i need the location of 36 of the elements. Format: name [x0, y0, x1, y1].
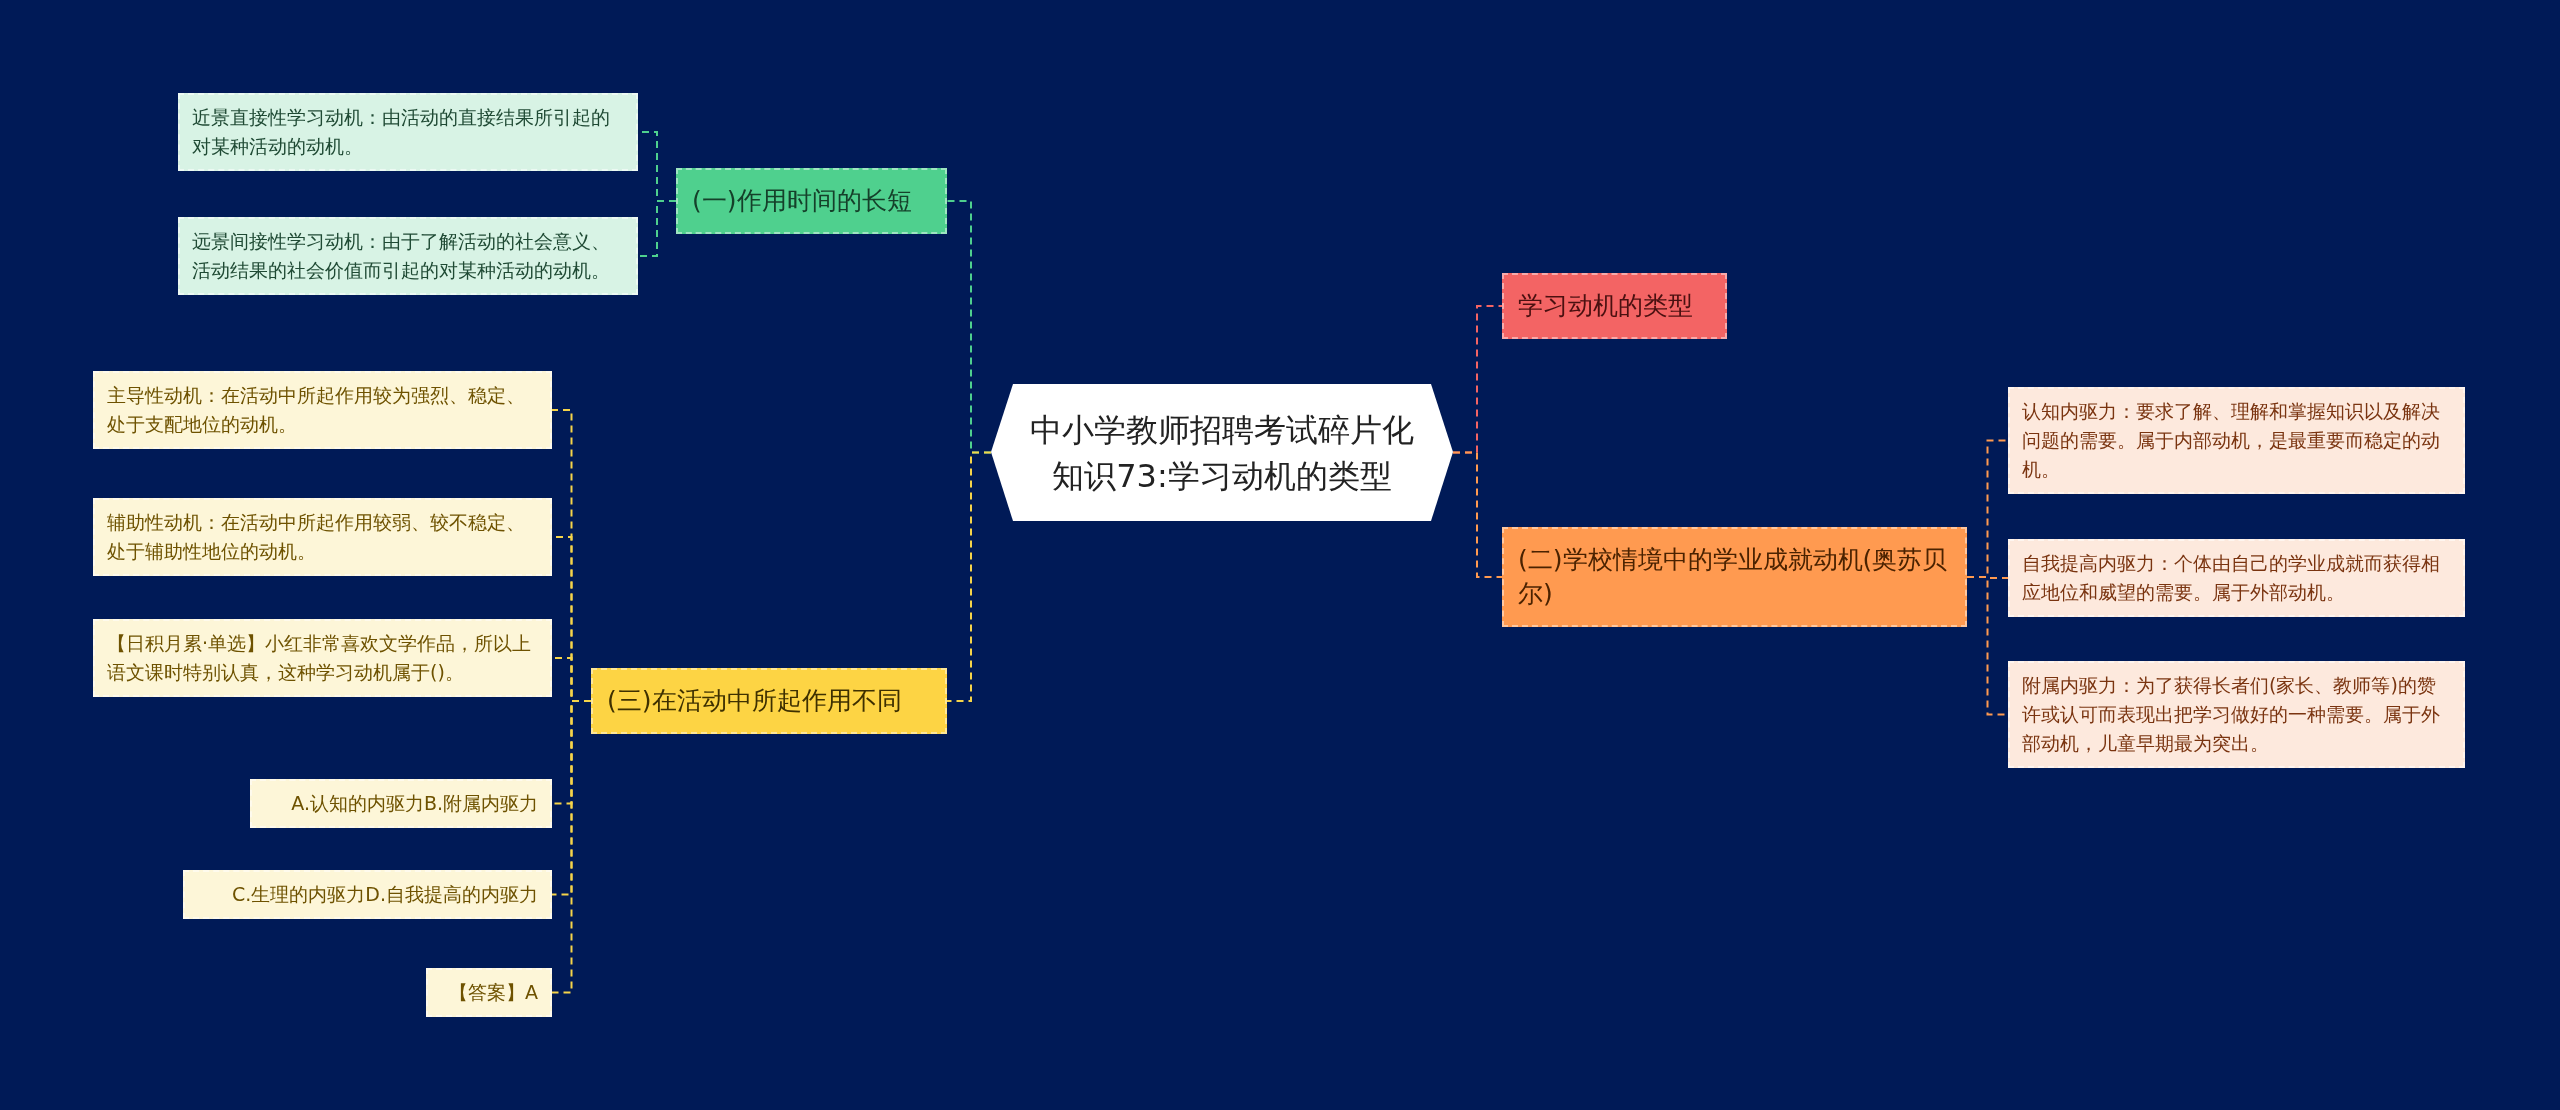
topic-text: 辅助性动机：在活动中所起作用较弱、较不稳定、处于辅助性地位的动机。: [107, 510, 526, 564]
topic-text: 学习动机的类型: [1518, 290, 1694, 322]
topic-text: 认知内驱力：要求了解、理解和掌握知识以及解决问题的需要。属于内部动机，是最重要而稳定的动机。: [2022, 399, 2441, 482]
topic-text: 近景直接性学习动机：由活动的直接结果所引起的对某种活动的动机。: [192, 105, 611, 159]
topic-text: (三)在活动中所起作用不同: [607, 685, 903, 717]
topic-text: C.生理的内驱力D.自我提高的内驱力: [231, 882, 538, 907]
topic-text: 中小学教师招聘考试碎片化知识73:学习动机的类型: [1029, 409, 1415, 497]
connector-line: [946, 451, 992, 702]
topic-text: 自我提高内驱力：个体由自己的学业成就而获得相应地位和威望的需要。属于外部动机。: [2022, 551, 2441, 605]
topic-text: A.认知的内驱力B.附属内驱力: [290, 791, 538, 816]
subtopic-card: [178, 217, 638, 295]
central-topic: [991, 384, 1453, 521]
branch-topic: [676, 168, 947, 234]
connector-line: [1452, 451, 1503, 578]
branch-topic: [1502, 273, 1727, 339]
subtopic-card: [2008, 387, 2465, 494]
topic-text: (一)作用时间的长短: [692, 185, 913, 217]
topic-text: 远景间接性学习动机：由于了解活动的社会意义、活动结果的社会价值而引起的对某种活动的动机。: [192, 229, 611, 283]
topic-text: 【日积月累·单选】小红非常喜欢文学作品，所以上语文课时特别认真，这种学习动机属于()。: [107, 631, 533, 685]
subtopic-card: [93, 498, 552, 576]
topic-text: 附属内驱力：为了获得长者们(家长、教师等)的赞许或认可而表现出把学习做好的一种需要。属于外部动机，儿童早期最为突出。: [2022, 673, 2441, 756]
subtopic-card: [426, 968, 552, 1017]
subtopic-card: [93, 619, 552, 697]
connector-line: [551, 700, 592, 994]
subtopic-card: [178, 93, 638, 171]
branch-topic: [591, 668, 947, 734]
connector-line: [637, 200, 677, 257]
topic-text: 【答案】A: [448, 980, 538, 1005]
branch-topic: [1502, 527, 1967, 627]
subtopic-card: [93, 371, 552, 449]
subtopic-card: [2008, 539, 2465, 617]
topic-text: (二)学校情境中的学业成就动机(奥苏贝尔): [1518, 544, 1949, 610]
subtopic-card: [2008, 661, 2465, 768]
topic-text: 主导性动机：在活动中所起作用较为强烈、稳定、处于支配地位的动机。: [107, 383, 526, 437]
subtopic-card: [250, 779, 552, 828]
subtopic-card: [183, 870, 552, 919]
